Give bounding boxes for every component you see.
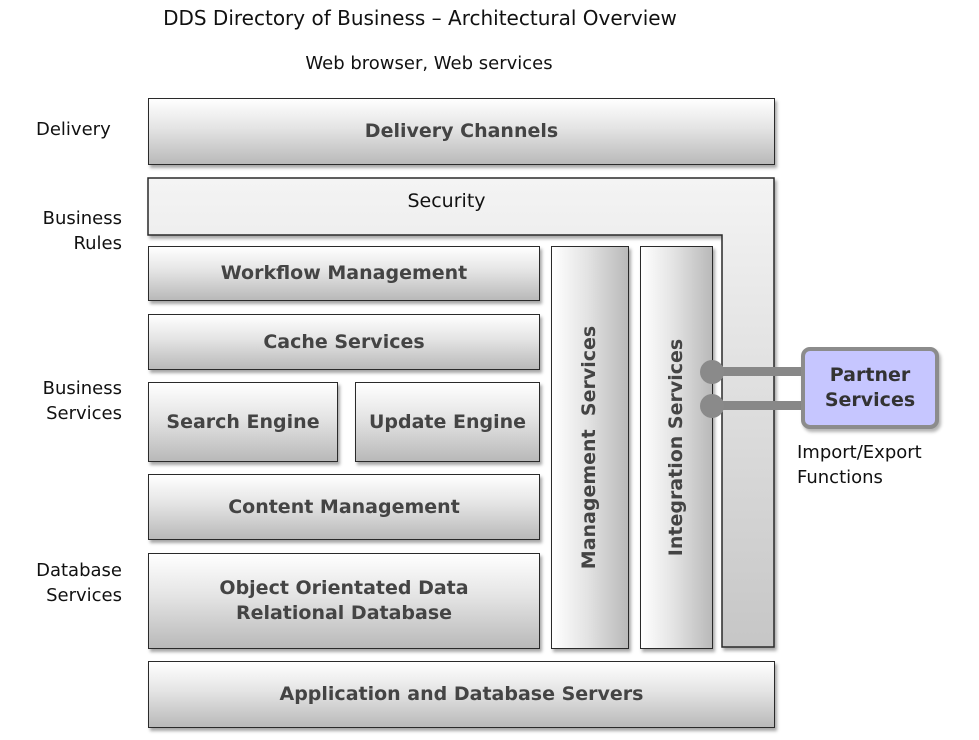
search-engine-box: Search Engine	[148, 382, 338, 462]
integration-services-box: Integration Services	[640, 246, 713, 649]
management-services-box: Management Services	[551, 246, 629, 649]
partner-services-box: Partner Services	[801, 347, 939, 429]
connector-upper	[712, 367, 804, 376]
update-engine-box: Update Engine	[355, 382, 540, 462]
partner-services-label-line2: Services	[824, 389, 916, 411]
delivery-channels-box: Delivery Channels	[148, 98, 775, 165]
integration-services-label: Integration Services	[665, 338, 688, 557]
connector-dot-upper	[700, 360, 724, 384]
diagram-title: DDS Directory of Business – Architectura…	[163, 6, 677, 30]
app-db-servers-box: Application and Database Servers	[148, 661, 775, 728]
import-export-caption: Import/Export Functions	[797, 442, 922, 488]
layer-label-business-services: Business Services	[42, 378, 122, 424]
layer-label-business-rules: Business Rules	[42, 208, 122, 254]
app-db-servers-label: Application and Database Servers	[279, 683, 644, 705]
content-management-box: Content Management	[148, 474, 540, 540]
security-label: Security	[407, 190, 486, 212]
database-box: Object Orientated Data Relational Databa…	[148, 553, 540, 649]
management-services-label: Management Services	[578, 325, 601, 570]
workflow-management-box: Workflow Management	[148, 246, 540, 301]
update-engine-label: Update Engine	[368, 410, 527, 433]
connector-dot-lower	[700, 394, 724, 418]
cache-services-label: Cache Services	[263, 330, 425, 353]
delivery-channels-label: Delivery Channels	[364, 120, 559, 142]
layer-label-delivery: Delivery	[36, 119, 111, 140]
content-management-label: Content Management	[228, 495, 460, 518]
cache-services-box: Cache Services	[148, 314, 540, 370]
layer-label-database-services: Database Services	[36, 560, 122, 606]
diagram-subtitle: Web browser, Web services	[305, 53, 553, 74]
database-label-line2: Relational Database	[235, 602, 453, 624]
partner-services-label-line1: Partner	[829, 364, 911, 386]
workflow-management-label: Workflow Management	[220, 262, 468, 284]
search-engine-label: Search Engine	[166, 410, 320, 433]
security-frame	[147, 177, 775, 648]
database-label-line1: Object Orientated Data	[219, 577, 469, 599]
connector-lower	[712, 401, 804, 410]
